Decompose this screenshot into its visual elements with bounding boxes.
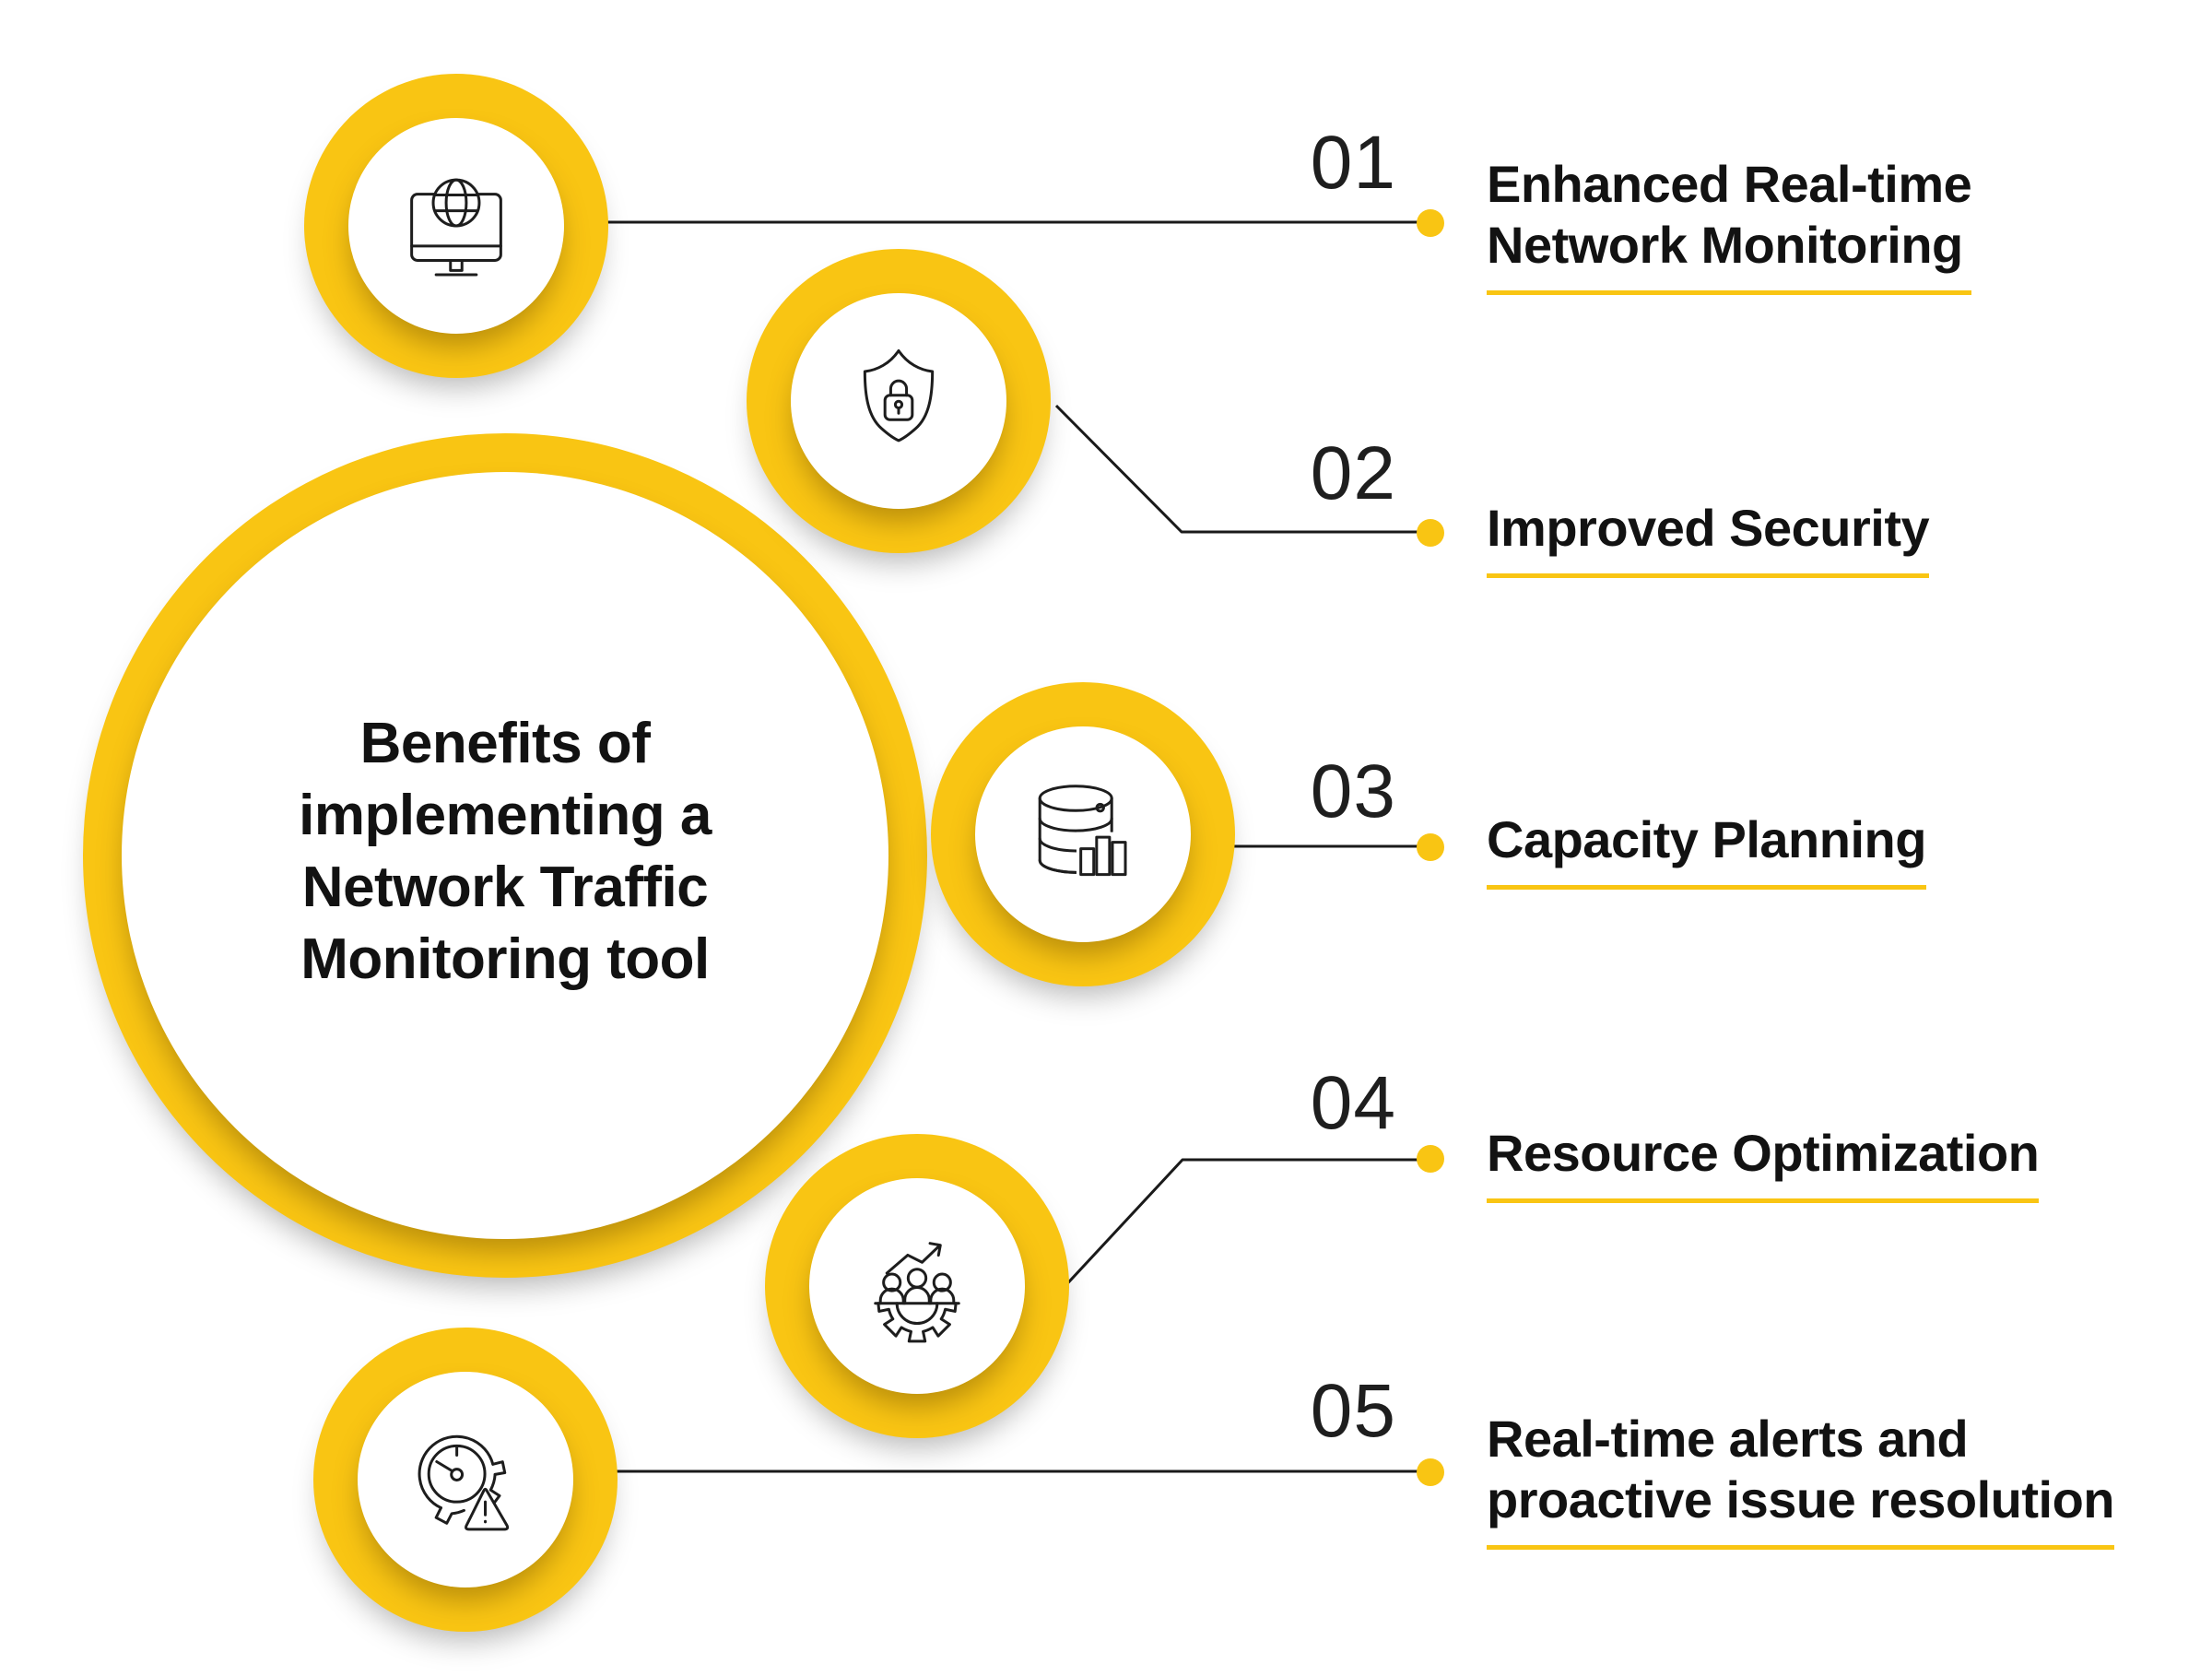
icon-disc-3 <box>975 726 1191 942</box>
icon-disc-5 <box>358 1372 573 1587</box>
globe-monitor-icon <box>384 154 528 298</box>
icon-circle-alerts <box>313 1328 618 1632</box>
connector-line-4 <box>1058 1158 1419 1293</box>
item-label-line: Network Monitoring <box>1487 216 1963 274</box>
team-gear-growth-icon <box>845 1214 989 1358</box>
central-title-line: Monitoring tool <box>300 927 710 991</box>
icon-disc-1 <box>348 118 564 334</box>
central-title-line: Benefits of <box>359 712 651 775</box>
connector-dot-5 <box>1417 1458 1444 1486</box>
central-title-line: Network Traffic <box>301 856 709 919</box>
item-number-5: 05 <box>1310 1369 1396 1453</box>
item-label-3: Capacity Planning <box>1487 809 1926 890</box>
database-analytics-icon <box>1011 762 1130 880</box>
item-number-4: 04 <box>1310 1061 1396 1145</box>
item-label-5: Real-time alerts and proactive issue res… <box>1487 1409 2114 1550</box>
central-circle: Benefits of implementing a Network Traff… <box>83 433 927 1278</box>
item-label-line: proactive issue resolution <box>1487 1470 2114 1528</box>
connector-line-2 <box>1054 404 1419 534</box>
connector-dot-2 <box>1417 519 1444 547</box>
clock-alert-icon <box>394 1408 537 1552</box>
icon-circle-capacity-planning <box>931 682 1235 986</box>
item-label-line: Resource Optimization <box>1487 1124 2040 1182</box>
connector-dot-1 <box>1417 209 1444 237</box>
central-circle-disc: Benefits of implementing a Network Traff… <box>122 472 888 1239</box>
item-label-line: Improved Security <box>1487 499 1930 557</box>
icon-circle-resource-optimization <box>765 1134 1069 1438</box>
icon-circle-security <box>747 249 1051 553</box>
item-number-3: 03 <box>1310 749 1396 833</box>
connector-dot-4 <box>1417 1145 1444 1173</box>
item-label-4: Resource Optimization <box>1487 1123 2040 1203</box>
item-number-2: 02 <box>1310 431 1396 515</box>
icon-circle-network-monitoring <box>304 74 608 378</box>
connector-dot-3 <box>1417 833 1444 861</box>
central-title-line: implementing a <box>299 784 712 847</box>
item-label-line: Enhanced Real-time <box>1487 155 1972 213</box>
shield-lock-icon <box>827 329 971 473</box>
item-label-2: Improved Security <box>1487 498 1930 578</box>
central-title: Benefits of implementing a Network Traff… <box>299 708 712 996</box>
item-label-1: Enhanced Real-time Network Monitoring <box>1487 154 1972 295</box>
item-label-line: Capacity Planning <box>1487 810 1926 868</box>
item-label-line: Real-time alerts and <box>1487 1410 1969 1468</box>
item-number-1: 01 <box>1310 121 1396 205</box>
icon-disc-4 <box>809 1178 1025 1394</box>
icon-disc-2 <box>791 293 1006 509</box>
